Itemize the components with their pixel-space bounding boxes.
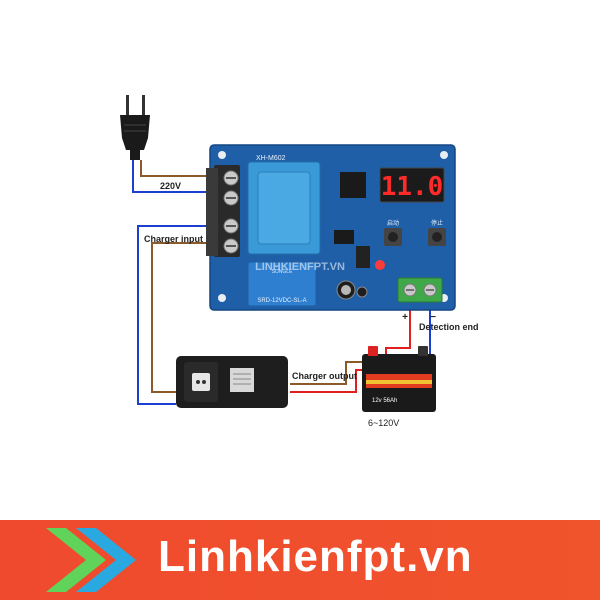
ac-plug-icon xyxy=(120,95,150,160)
battery-range-label: 6~120V xyxy=(368,418,400,428)
regulator-chip xyxy=(334,230,354,244)
start-button[interactable] xyxy=(384,228,402,246)
charger-output-label: Charger output xyxy=(292,371,357,381)
charger-output-wire-brown xyxy=(290,361,368,385)
ac-terminal-block xyxy=(206,165,240,257)
detection-terminal xyxy=(397,277,443,303)
ac-wire-brown xyxy=(140,160,222,177)
relay-model: SRD-12VDC-SL-A xyxy=(257,298,306,304)
ac-input-label: 220V xyxy=(160,181,182,191)
start-button-label: 启动 xyxy=(387,219,399,227)
charger-input-label: Charger input xyxy=(144,234,204,244)
relay-brand: SONGLE xyxy=(272,269,294,275)
wires xyxy=(132,160,431,405)
stop-button[interactable] xyxy=(428,228,446,246)
charger-adapter xyxy=(176,356,288,408)
battery: 12v 56Ah xyxy=(362,346,436,412)
wiring-diagram: SONGLE SRD-12VDC-SL-A XH-M602 11.0 启动 停止 xyxy=(120,95,479,428)
battery-face-label: 12v 56Ah xyxy=(372,398,397,404)
board-watermark: LINHKIENFPT.VN xyxy=(255,261,345,273)
brand-text: Linhkienfpt.vn xyxy=(158,532,473,581)
stop-button-label: 停止 xyxy=(431,219,443,227)
small-chip xyxy=(356,246,370,268)
relay: SONGLE SRD-12VDC-SL-A xyxy=(247,261,317,307)
status-led xyxy=(375,260,385,270)
charger-input-wire-brown xyxy=(151,242,222,393)
mcu-chip xyxy=(340,172,366,198)
voltage-display: 11.0 xyxy=(379,167,445,203)
charger-control-board: SONGLE SRD-12VDC-SL-A XH-M602 11.0 启动 停止 xyxy=(206,144,456,311)
ac-wire-blue xyxy=(132,160,222,193)
brand-banner: Linhkienfpt.vn xyxy=(0,520,600,600)
capacitor-small xyxy=(356,286,368,298)
detection-end-label: Detection end xyxy=(419,322,479,332)
diagram-canvas: SONGLE SRD-12VDC-SL-A XH-M602 11.0 启动 停止 xyxy=(120,95,456,412)
transformer xyxy=(247,161,321,255)
minus-marker: − xyxy=(430,312,436,323)
chevron-logo-icon xyxy=(46,528,136,592)
charger-input-wire-blue xyxy=(137,225,222,405)
plus-marker: + xyxy=(402,312,408,323)
display-value: 11.0 xyxy=(381,172,444,202)
board-model-label: XH-M602 xyxy=(256,155,286,162)
